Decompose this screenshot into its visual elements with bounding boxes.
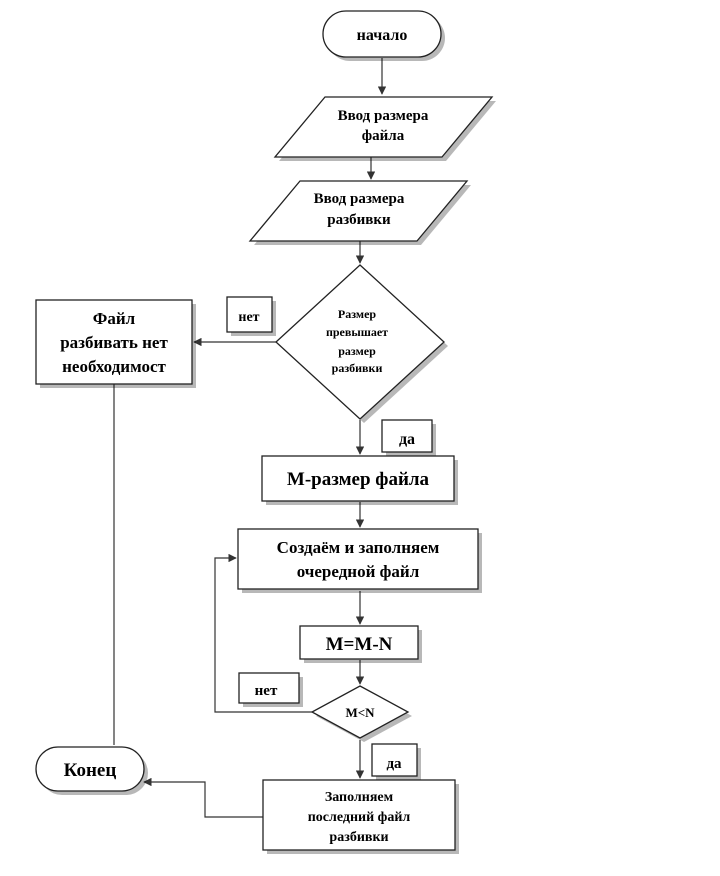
condition-size-line1: Размер — [338, 307, 376, 321]
m-minus-n-box: М=М-N — [299, 625, 422, 663]
end-terminator: Конец — [35, 746, 148, 795]
input-file-size-line2: файла — [362, 128, 405, 144]
end-label: Конец — [64, 760, 117, 781]
no-split-line1: Файл — [93, 309, 136, 328]
arrow-last-to-end — [143, 777, 263, 818]
fill-last-line1: Заполняем — [325, 790, 394, 805]
label-no-1-text: нет — [238, 310, 259, 325]
no-split-needed-box: Файл разбивать нет необходимост — [35, 299, 196, 388]
input-split-size-line2: разбивки — [327, 212, 391, 228]
label-yes-1: да — [381, 419, 436, 456]
start-label: начало — [357, 27, 408, 44]
create-fill-line1: Создаём и заполняем — [277, 538, 440, 557]
condition-size-line4: разбивки — [332, 361, 383, 375]
create-fill-box: Создаём и заполняем очередной файл — [237, 528, 482, 593]
m-assign-text: М-размер файла — [287, 469, 430, 490]
m-assign-box: М-размер файла — [261, 455, 458, 505]
label-no-2: нет — [238, 672, 303, 707]
fill-last-line3: разбивки — [329, 830, 388, 845]
fill-last-line2: последний файл — [308, 810, 411, 825]
condition-m-less-n: M<N — [310, 685, 412, 742]
no-split-line2: разбивать нет — [60, 333, 168, 352]
input-split-size: Ввод размера разбивки — [248, 180, 471, 245]
input-file-size: Ввод размера файла — [273, 96, 496, 161]
input-file-size-line1: Ввод размера — [338, 108, 429, 124]
label-yes-1-text: да — [399, 431, 415, 448]
start-terminator: начало — [322, 10, 445, 61]
label-yes-2-text: да — [386, 756, 402, 772]
arrow-loop-no — [214, 553, 312, 713]
label-no-1: нет — [226, 296, 276, 336]
label-yes-2: да — [371, 743, 421, 780]
no-split-line3: необходимост — [62, 357, 166, 376]
label-no-2-text: нет — [255, 683, 278, 699]
condition-size-line2: превышает — [326, 325, 388, 339]
connectors — [113, 58, 387, 818]
condition-m-n-text: M<N — [345, 705, 375, 720]
input-split-size-line1: Ввод размера — [314, 191, 405, 207]
condition-size-line3: размер — [338, 344, 376, 358]
create-fill-line2: очередной файл — [297, 562, 420, 581]
condition-size-exceeds: Размер превышает размер разбивки — [275, 264, 448, 423]
m-minus-n-text: М=М-N — [326, 634, 393, 655]
fill-last-box: Заполняем последний файл разбивки — [262, 779, 459, 854]
